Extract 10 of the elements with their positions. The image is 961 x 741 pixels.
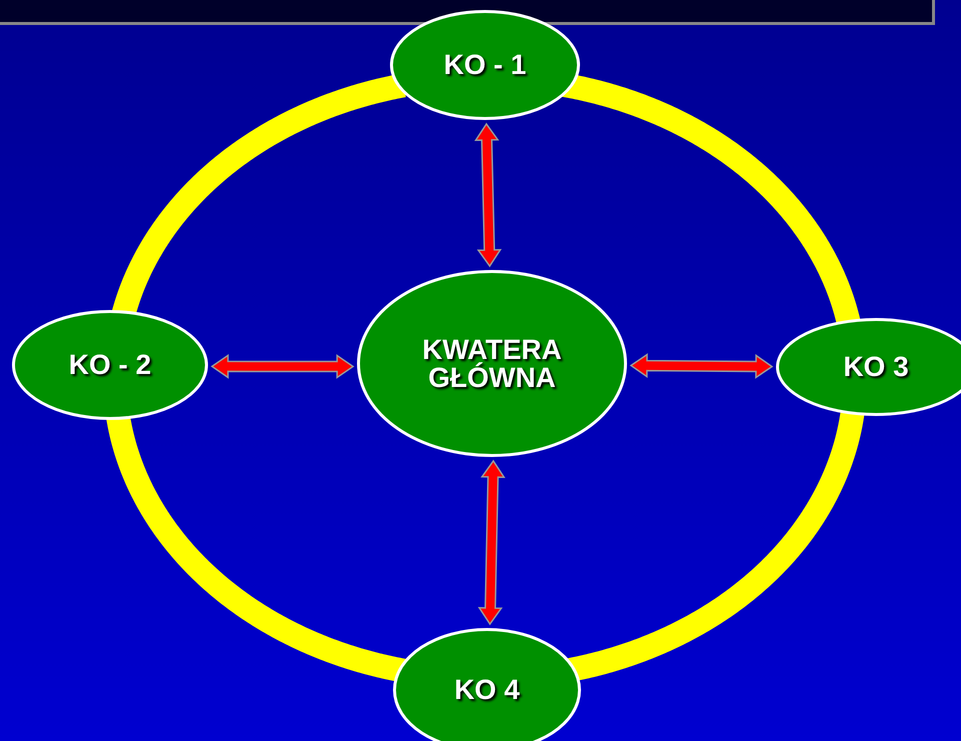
double-arrow	[478, 460, 506, 626]
node-label: KO 4	[454, 676, 520, 704]
node-label: KWATERA GŁÓWNA	[421, 336, 563, 392]
double-arrow	[210, 354, 354, 379]
title-bar	[0, 0, 935, 25]
double-arrow	[630, 353, 774, 379]
double-arrow	[474, 122, 502, 268]
node-label: KO - 2	[68, 351, 152, 379]
node-label: KO - 1	[444, 51, 526, 79]
node-label: KO 3	[843, 353, 909, 381]
